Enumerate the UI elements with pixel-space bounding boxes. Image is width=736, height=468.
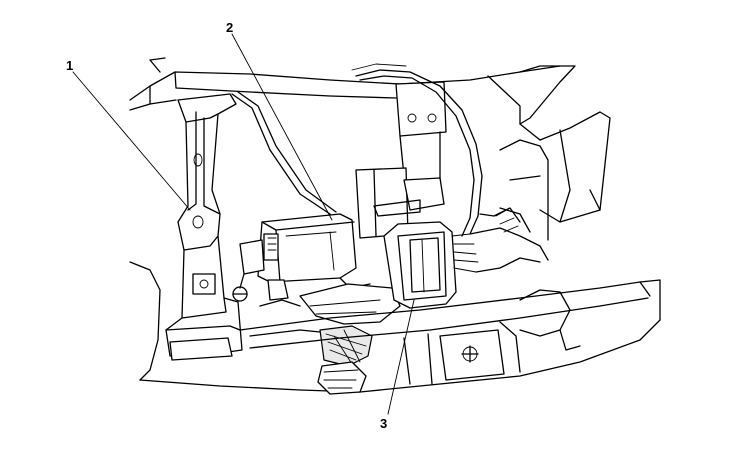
upper-cowl-structure: [129, 57, 611, 223]
callout-2: 2: [226, 20, 233, 35]
right-side-structure: [495, 139, 549, 241]
lower-harness-bundle: [249, 283, 401, 395]
mounting-pillar: [165, 93, 243, 361]
leader-line-1: [72, 71, 191, 211]
callout-1: 1: [66, 58, 73, 73]
lower-cross-member: [239, 279, 661, 393]
leader-lines: [72, 33, 415, 415]
leader-line-3: [387, 299, 415, 415]
control-module: [232, 213, 371, 307]
callout-3: 3: [380, 416, 387, 431]
connector-block: [383, 207, 549, 309]
wire-harness: [231, 63, 483, 237]
center-support-posts: [355, 81, 447, 239]
leader-line-2: [231, 33, 333, 221]
